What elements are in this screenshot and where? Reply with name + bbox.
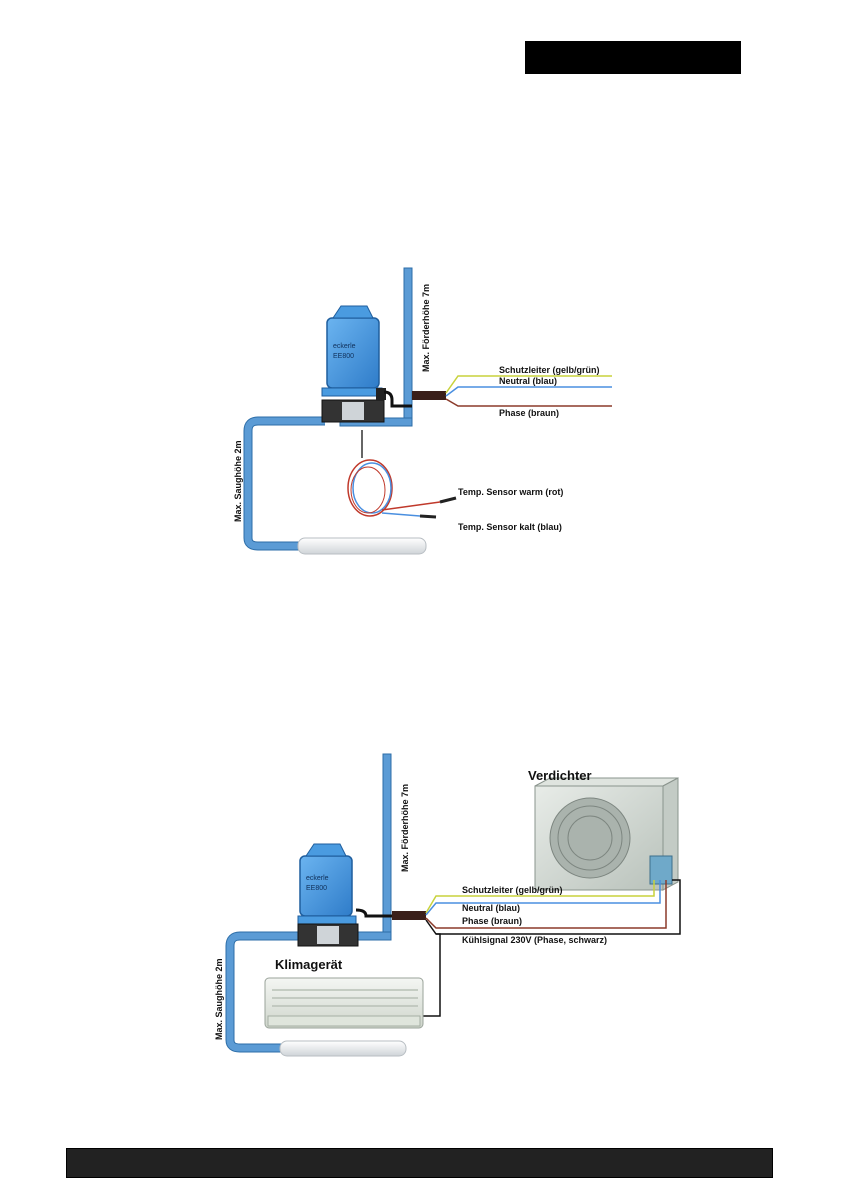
label-saughoehe-2: Max. Saughöhe 2m: [214, 958, 224, 1040]
label-klimageraet: Klimagerät: [275, 957, 343, 972]
temp-sensor-cable-1: [347, 430, 457, 519]
suction-pipe-1: [243, 416, 325, 551]
float-switch-1: [297, 537, 427, 555]
label-phase-1: Phase (braun): [499, 408, 559, 418]
header-bar: [525, 41, 741, 74]
power-cable-1: [412, 391, 446, 400]
suction-pipe-2: [225, 931, 300, 1053]
pump-device-1: eckerle EE800: [321, 305, 386, 423]
label-foerderhoehe-1: Max. Förderhöhe 7m: [421, 284, 431, 372]
label-verdichter: Verdichter: [528, 768, 592, 783]
label-saughoehe-1: Max. Saughöhe 2m: [233, 440, 243, 522]
float-switch-2: [279, 1040, 407, 1057]
diagram-1: eckerle EE800 Schutzleiter (gelb/grün) N…: [233, 267, 612, 555]
label-phase-2: Phase (braun): [462, 916, 522, 926]
label-foerderhoehe-2: Max. Förderhöhe 7m: [400, 784, 410, 872]
pump-brand-2: eckerle: [306, 875, 329, 882]
pump-model-1: EE800: [333, 353, 354, 360]
footer-bar: [66, 1148, 773, 1178]
label-schutzleiter-1: Schutzleiter (gelb/grün): [499, 365, 600, 375]
pump-brand-1: eckerle: [333, 343, 356, 350]
label-neutral-2: Neutral (blau): [462, 903, 520, 913]
label-neutral-1: Neutral (blau): [499, 376, 557, 386]
wires-1: [445, 375, 612, 407]
label-sensor-warm-1: Temp. Sensor warm (rot): [458, 487, 563, 497]
pump-device-2: eckerle EE800: [297, 843, 359, 947]
label-kuehlsignal: Kühlsignal 230V (Phase, schwarz): [462, 935, 607, 945]
pump-model-2: EE800: [306, 885, 327, 892]
power-cable-2: [392, 911, 426, 920]
label-sensor-kalt-1: Temp. Sensor kalt (blau): [458, 522, 562, 532]
diagram-2: Verdichter eckerle EE800: [214, 753, 681, 1057]
label-schutzleiter-2: Schutzleiter (gelb/grün): [462, 885, 563, 895]
wires-2: [420, 879, 681, 1017]
indoor-ac-unit: [264, 977, 424, 1029]
compressor-unit: [534, 777, 679, 891]
